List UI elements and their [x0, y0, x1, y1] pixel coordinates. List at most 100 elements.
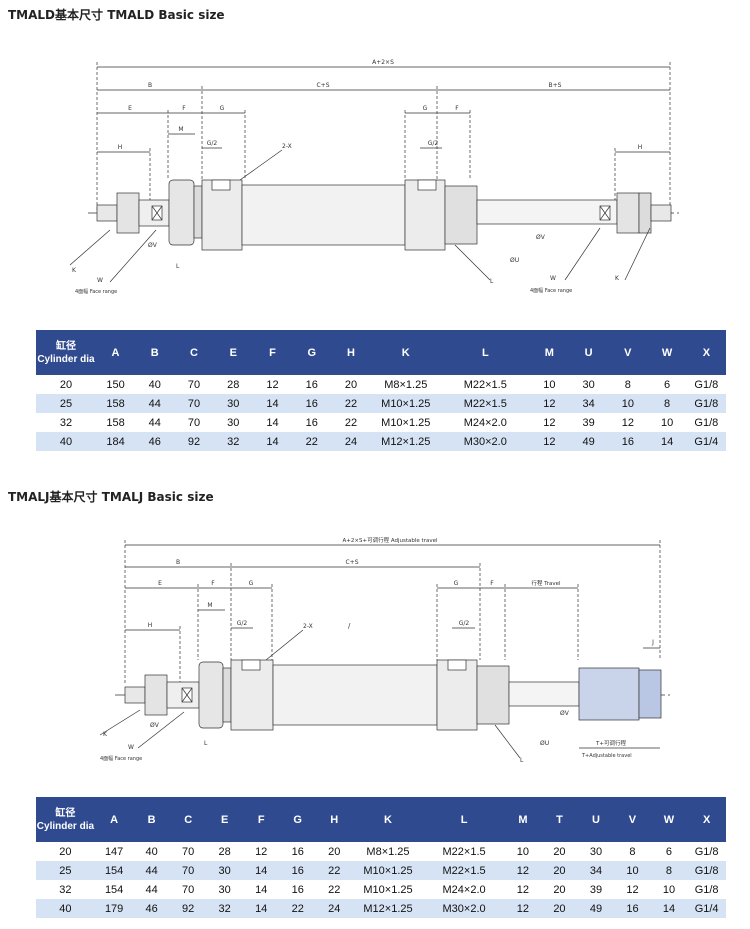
- table-cell: 20: [315, 842, 353, 861]
- table-cell: 22: [279, 899, 316, 918]
- header-col-g: G: [292, 331, 332, 375]
- table-cell: 16: [614, 899, 651, 918]
- header-col-b: B: [133, 798, 170, 842]
- label-ov-2: ØV: [150, 722, 160, 729]
- table-cell: 40: [135, 375, 175, 394]
- dim-g2-right: G/2: [428, 140, 439, 147]
- table-cell: 40: [36, 899, 95, 918]
- label-ou-2: ØU: [540, 740, 549, 747]
- header-col-g: G: [279, 798, 316, 842]
- table-cell: 10: [504, 842, 542, 861]
- dim-f: F: [182, 105, 186, 112]
- table-cell: 184: [95, 432, 136, 451]
- table-cell: 179: [94, 899, 134, 918]
- table-cell: M10×1.25: [370, 394, 441, 413]
- table-cell: 22: [331, 413, 371, 432]
- label-t-adj-cn: T+可调行程: [595, 739, 626, 747]
- dim-g-right: G: [423, 105, 428, 112]
- table-cell: 8: [650, 861, 688, 880]
- header-col-c: C: [169, 798, 207, 842]
- dim-e-2: E: [158, 580, 162, 587]
- table-cell: G1/8: [687, 861, 726, 880]
- label-ov: ØV: [148, 242, 158, 249]
- table-cell: 70: [169, 861, 207, 880]
- table-cell: 30: [206, 880, 243, 899]
- table-cell: M8×1.25: [352, 842, 424, 861]
- table-cell: G1/8: [686, 413, 726, 432]
- header-col-l: L: [440, 331, 530, 375]
- table-cell: G1/4: [686, 432, 726, 451]
- table-cell: 22: [315, 861, 353, 880]
- header-col-f: F: [242, 798, 280, 842]
- table-cell: 25: [36, 861, 95, 880]
- table-cell: 10: [647, 413, 687, 432]
- label-2x: 2-X: [282, 143, 292, 150]
- table-cell: 30: [206, 861, 243, 880]
- header-col-h: H: [331, 331, 371, 375]
- table-cell: 25: [36, 394, 96, 413]
- table-cell: 92: [169, 899, 207, 918]
- header-col-f: F: [252, 331, 293, 375]
- label-face-range-2: 4面幅 Face range: [100, 755, 142, 762]
- header-col-w: W: [647, 331, 687, 375]
- header-col-a: A: [95, 331, 136, 375]
- header-col-m: M: [529, 331, 569, 375]
- label-w-right: W: [550, 275, 556, 282]
- header-cylinder-cn: 缸径: [55, 341, 76, 352]
- header-col-w: W: [650, 798, 688, 842]
- table-cell: 12: [252, 375, 293, 394]
- label-2x-2: 2-X: [303, 623, 313, 630]
- table-cell: G1/4: [687, 899, 726, 918]
- table-cell: 147: [94, 842, 134, 861]
- dim-b-2: B: [176, 559, 180, 566]
- header-col-m: M: [504, 798, 542, 842]
- table-cell: G1/8: [687, 880, 726, 899]
- table-cell: 14: [252, 394, 293, 413]
- table-top-rule-2: [36, 797, 726, 798]
- table-cell: M8×1.25: [370, 375, 441, 394]
- label-l-right: L: [490, 278, 494, 285]
- label-ou: ØU: [510, 257, 519, 264]
- table-cell: M22×1.5: [423, 861, 505, 880]
- header-col-e: E: [206, 798, 243, 842]
- table-cell: 40: [36, 432, 96, 451]
- label-w: W: [97, 277, 103, 284]
- label-ov-right: ØV: [536, 234, 546, 241]
- tmalj-drawing: A+2×S+可调行程 Adjustable travel B C+S E F G…: [0, 530, 750, 775]
- dim-cs-2: C+S: [345, 559, 358, 566]
- table-cell: M10×1.25: [352, 861, 424, 880]
- table-cell: 12: [529, 432, 569, 451]
- label-ov-right-2: ØV: [560, 710, 570, 717]
- label-w-2: W: [128, 744, 134, 751]
- table-cell: 20: [541, 899, 578, 918]
- table-cell: M24×2.0: [423, 880, 505, 899]
- table-cell: M12×1.25: [352, 899, 424, 918]
- table-cell: 154: [94, 880, 134, 899]
- header-col-k: K: [352, 798, 424, 842]
- table-cell: 39: [577, 880, 615, 899]
- table-cell: 16: [292, 413, 332, 432]
- table-cell: M30×2.0: [440, 432, 530, 451]
- table-cell: 30: [213, 394, 253, 413]
- table-cell: 92: [174, 432, 214, 451]
- table-cell: 10: [529, 375, 569, 394]
- table-cell: 34: [577, 861, 615, 880]
- header-col-b: B: [135, 331, 175, 375]
- dim-cs: C+S: [316, 82, 329, 89]
- table-cell: M10×1.25: [370, 413, 441, 432]
- tmald-drawing: A+2×S B C+S B+S E F G G F M G/2 G/2 2-X …: [0, 50, 750, 300]
- header-col-l: L: [423, 798, 505, 842]
- table-cell: 34: [568, 394, 609, 413]
- table-cell: 46: [135, 432, 175, 451]
- header-cylinder-en: Cylinder dia: [36, 821, 95, 832]
- table-cell: M12×1.25: [370, 432, 441, 451]
- header-col-e: E: [213, 331, 253, 375]
- table-cell: 22: [292, 432, 332, 451]
